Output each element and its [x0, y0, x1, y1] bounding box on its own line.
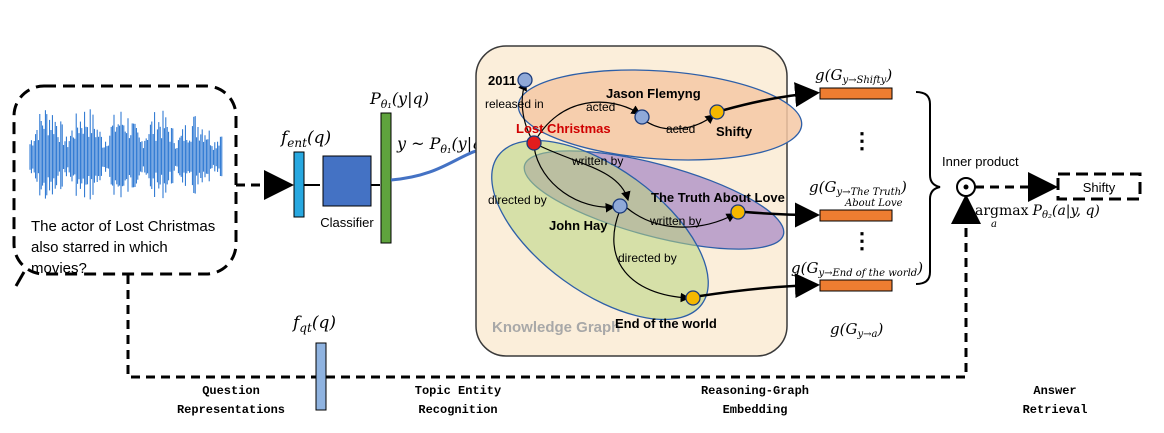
- g-shifty-label: g(Gy→Shifty): [815, 66, 892, 86]
- edge-directed-by-2: [613, 209, 691, 303]
- f-qt-bar: [315, 342, 327, 411]
- p-theta1-label: Pθ₁(y|q): [369, 89, 429, 111]
- edge-directed-by-1: [533, 146, 616, 213]
- edge-acted-1: [533, 101, 642, 144]
- dots-1: ⋮: [851, 128, 873, 153]
- f-qt-label: fqt(q): [291, 313, 336, 335]
- stage-4-line-1: Answer: [1033, 384, 1076, 398]
- g-truth-label: g(Gy→The Truth): [809, 178, 907, 198]
- g-end-label: g(Gy→End of the world): [791, 259, 923, 279]
- stage-3-line-1: Reasoning-Graph: [701, 384, 809, 398]
- node-end-of-world: [685, 290, 701, 306]
- embedding-bar-shifty: [819, 87, 893, 100]
- question-line-2: also starred in which: [31, 239, 168, 256]
- label-acted-2: acted: [666, 122, 695, 136]
- answer-box: [1056, 172, 1142, 201]
- ellipse-actor-region: [517, 69, 803, 161]
- answer-text: Shifty: [1083, 180, 1116, 195]
- question-to-fqt-path: [126, 194, 981, 379]
- stage-4-line-2: Retrieval: [1023, 403, 1088, 417]
- question-line-1: The actor of Lost Christmas: [31, 218, 215, 235]
- g-generic-label: g(Gy→a): [830, 320, 883, 340]
- label-john-hay: John Hay: [549, 218, 608, 233]
- classifier-label: Classifier: [320, 215, 374, 230]
- stage-3-line-2: Embedding: [723, 403, 788, 417]
- classifier-box: [322, 155, 372, 207]
- stage-1-line-1: Question: [202, 384, 260, 398]
- label-acted-1: acted: [586, 100, 615, 114]
- stage-1-line-2: Representations: [177, 403, 285, 417]
- question-line-3: movies?: [31, 260, 87, 277]
- embedding-bar-truth: [819, 209, 893, 222]
- label-written-by-2: written by: [649, 214, 701, 228]
- label-2011: 2011: [488, 73, 516, 88]
- edge-written-by-1: [539, 145, 631, 202]
- label-directed-by-2: directed by: [618, 251, 677, 265]
- audio-waveform-icon: [29, 109, 223, 200]
- shifty-to-embed-arrow: [723, 82, 820, 112]
- label-directed-by-1: directed by: [488, 193, 547, 207]
- inner-product-label: Inner product: [942, 154, 1019, 169]
- argmax-sub: a: [991, 219, 997, 230]
- node-truth-about-love: [730, 204, 746, 220]
- label-truth-about-love: The Truth About Love: [651, 190, 785, 205]
- embedding-bar-end: [819, 279, 893, 292]
- label-lost-christmas: Lost Christmas: [516, 121, 611, 136]
- inner-product-dot: [963, 184, 969, 190]
- p-theta1-bar: [380, 112, 392, 244]
- label-released-in: released in: [485, 97, 544, 111]
- kg-title: Knowledge Graph: [492, 319, 620, 336]
- node-shifty: [709, 104, 725, 120]
- stage-2-line-2: Recognition: [418, 403, 497, 417]
- label-written-by-1: written by: [571, 154, 623, 168]
- embedding-brace: [915, 91, 941, 285]
- node-jason-flemyng: [634, 109, 650, 125]
- end-to-embed-arrow: [699, 273, 820, 299]
- f-ent-bar: [293, 151, 305, 218]
- edge-acted-2: [643, 114, 715, 130]
- edge-written-by-2: [626, 207, 737, 228]
- label-end-of-world: End of the world: [615, 316, 717, 331]
- ellipse-director-region: [491, 139, 709, 321]
- node-lost-christmas: [526, 135, 542, 151]
- node-2011: [517, 72, 533, 88]
- label-shifty: Shifty: [716, 124, 753, 139]
- f-ent-label: fent(q): [279, 128, 331, 150]
- node-john-hay: [612, 198, 628, 214]
- truth-to-embed-arrow: [744, 202, 820, 228]
- dots-2: ⋮: [851, 228, 873, 253]
- g-truth-label-line2: About Love: [844, 198, 903, 209]
- stage-2-line-1: Topic Entity: [415, 384, 501, 398]
- label-jason-flemyng: Jason Flemyng: [606, 86, 701, 101]
